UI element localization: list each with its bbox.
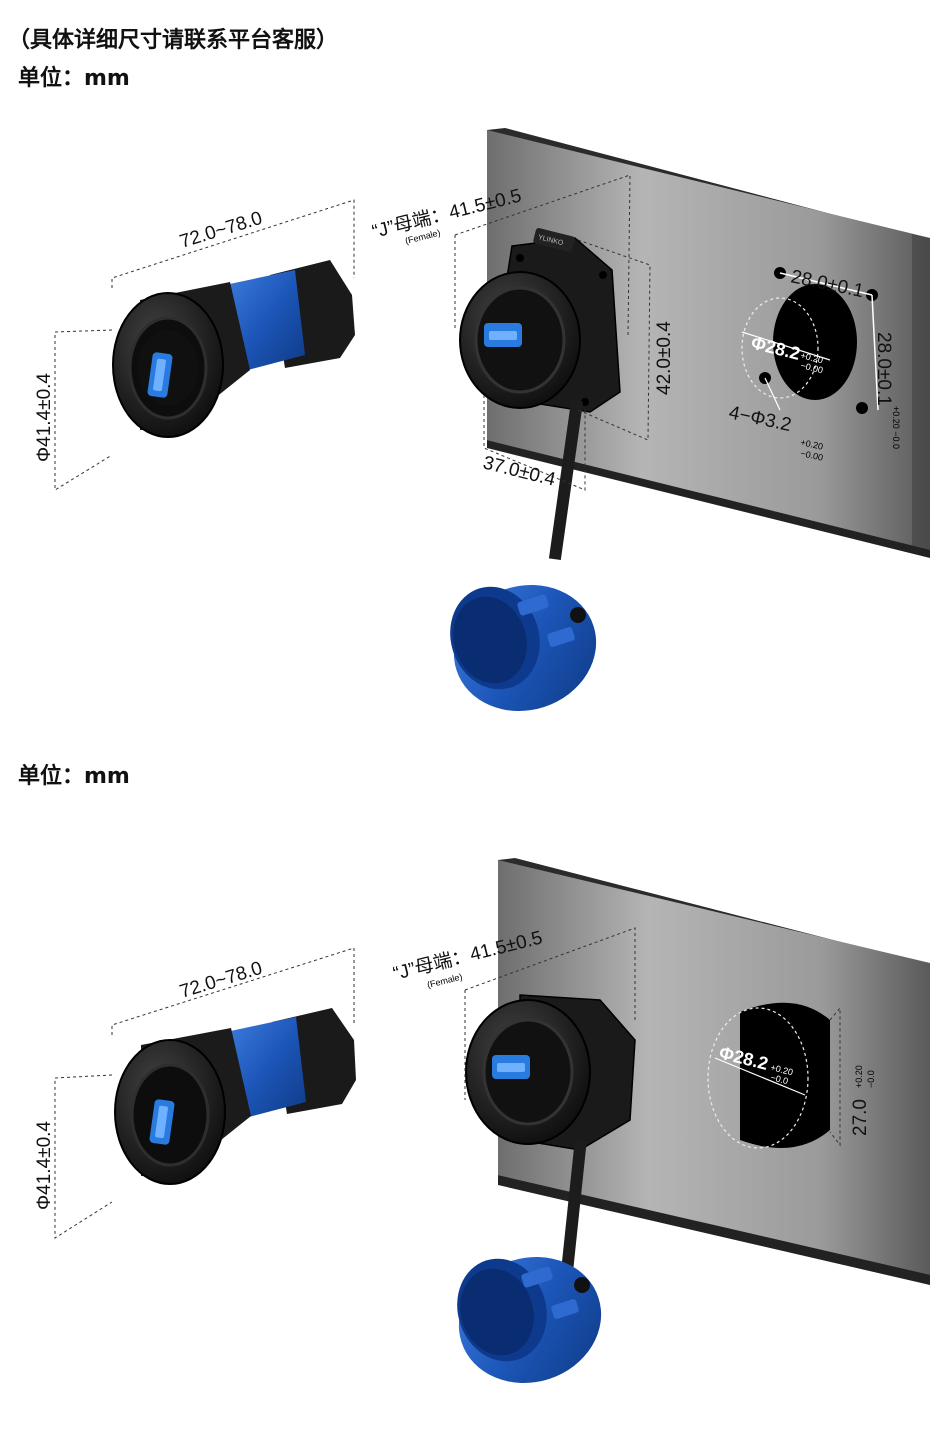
panel-cutout — [707, 1002, 830, 1149]
dust-cap — [450, 584, 597, 712]
plug-length-label: 72.0~78.0 — [177, 958, 264, 1003]
flat-tol-plus: +0.20 — [854, 1065, 864, 1088]
panel-socket — [465, 994, 636, 1271]
flat-tol-minus: −0.0 — [866, 1070, 876, 1088]
plug-length-label: 72.0~78.0 — [177, 208, 264, 253]
mounting-panel — [487, 128, 930, 558]
mount-hole — [856, 402, 868, 414]
mounting-panel — [498, 858, 930, 1285]
cutout-tol-minus: −0.0 — [770, 1072, 790, 1086]
hole-spacing-v-tol: +0.20 −0.0 — [891, 406, 901, 449]
unit-label-bottom: 单位：mm — [18, 764, 130, 789]
mount-tol-minus: −0.00 — [800, 448, 824, 463]
panel-cutout — [741, 267, 879, 414]
mount-tol-plus: +0.20 — [800, 437, 824, 452]
panel-socket: YLINKO — [459, 228, 621, 561]
scene-panel-mount-round: Φ28.2 +0.20 −0.0 27.0 +0.20 −0.0 72.0~78… — [34, 858, 930, 1384]
dust-cap — [457, 1256, 602, 1384]
plug-diameter-label: Φ41.4±0.4 — [34, 1121, 55, 1210]
plug-connector — [114, 1008, 356, 1185]
size-note: （具体详细尺寸请联系平台客服） — [8, 28, 339, 53]
flat-dim-label: 27.0 — [850, 1099, 871, 1136]
scene-panel-mount-square: 28.0±0.1 28.0±0.1 +0.20 −0.0 Φ28.2 +0.20… — [34, 128, 930, 712]
hole-spacing-v-label: 28.0±0.1 — [873, 332, 894, 406]
flange-height-label: 42.0±0.4 — [654, 321, 675, 395]
unit-label-top: 单位：mm — [18, 66, 130, 91]
plug-connector — [112, 260, 355, 438]
plug-diameter-label: Φ41.4±0.4 — [34, 373, 55, 462]
